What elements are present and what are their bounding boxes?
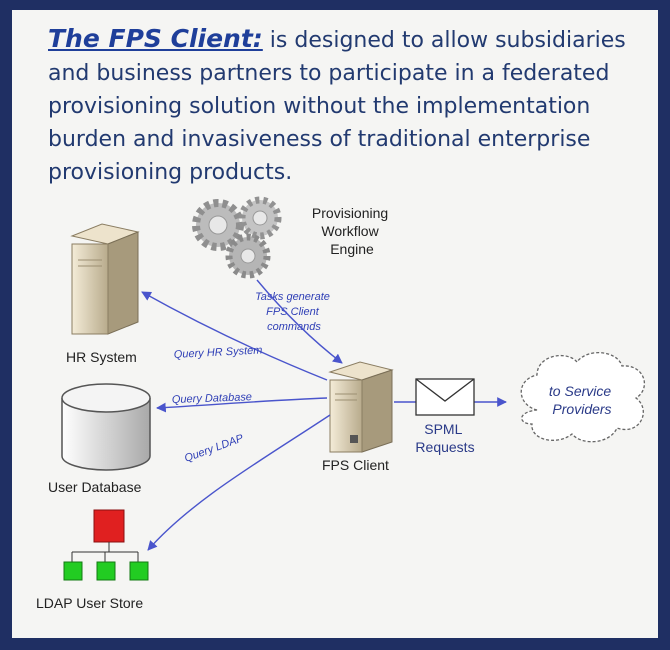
ldap-store-label: LDAP User Store [36,595,143,611]
tasks-line-1: Tasks generate [255,291,330,303]
gear-icon [192,196,282,279]
workflow-line-1: Provisioning [312,205,388,221]
fps-architecture-diagram: Provisioning Workflow Engine Tasks gener… [36,196,646,611]
user-database-label: User Database [48,479,142,495]
service-line-2: Providers [552,401,611,417]
query-db-arrow [156,397,328,413]
query-ldap-arrow [147,414,331,551]
spml-line-1: SPML [424,421,462,437]
hr-system-label: HR System [66,349,137,365]
database-icon [61,383,151,471]
cloud-icon [520,351,646,443]
query-hr-arrow [141,291,328,381]
intro-term: The FPS Client: [48,24,263,53]
content-panel: The FPS Client: is designed to allow sub… [12,10,658,638]
workflow-line-3: Engine [330,241,374,257]
tasks-arrow [256,279,343,364]
service-line-1: to Service [549,383,611,399]
tasks-line-3: commands [267,321,321,333]
server-icon [70,223,140,335]
intro-text: is designed to allow subsidiaries and bu… [48,28,626,185]
fps-client-label: FPS Client [322,457,389,473]
query-ldap-label: Query LDAP [183,432,246,465]
query-db-label: Query Database [172,391,252,406]
intro-paragraph: The FPS Client: is designed to allow sub… [48,22,648,189]
server-icon [328,361,394,453]
spml-line-2: Requests [415,439,474,455]
tree-icon [63,509,149,581]
envelope-icon [415,378,475,416]
service-providers-label: to Service Providers [549,383,615,417]
workflow-line-2: Workflow [321,223,379,239]
tasks-label: Tasks generate FPS Client commands [255,291,333,333]
spml-label: SPML Requests [415,421,474,455]
workflow-engine-label: Provisioning Workflow Engine [312,205,392,257]
tasks-line-2: FPS Client [266,306,320,318]
query-hr-label: Query HR System [174,344,263,361]
